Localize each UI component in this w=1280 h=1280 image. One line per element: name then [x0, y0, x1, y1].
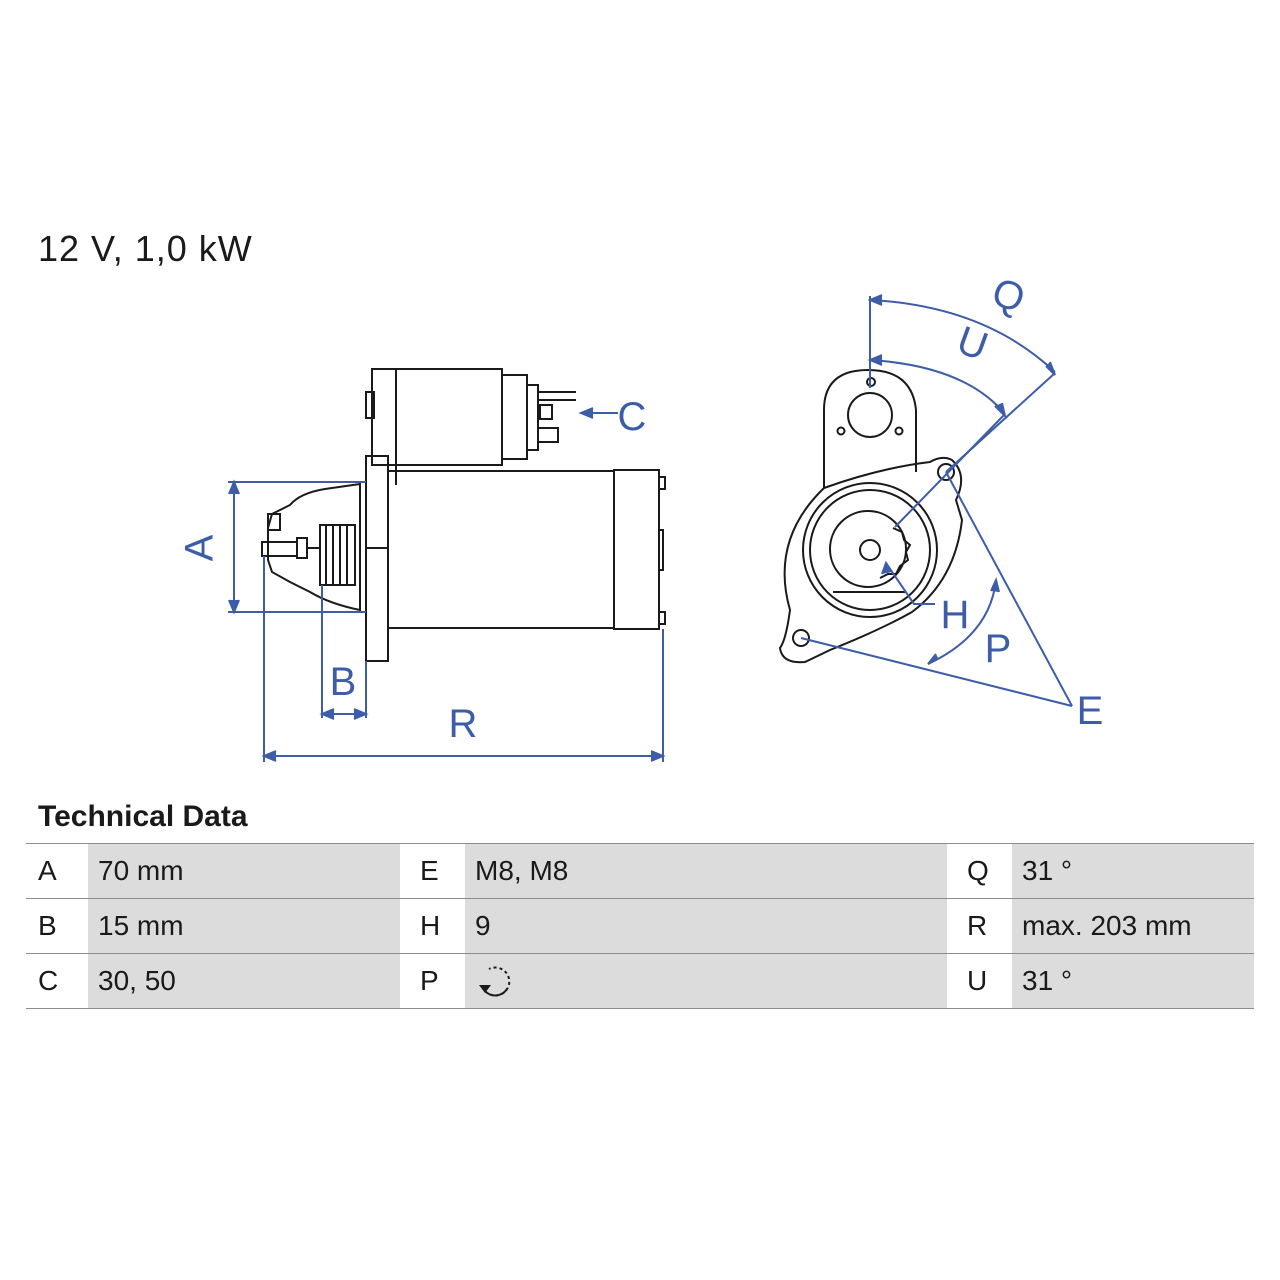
product-title: 12 V, 1,0 kW [38, 228, 253, 269]
spec-key: U [947, 953, 1012, 1009]
technical-data-table: A 70 mm E M8, M8 Q 31 ° B 15 mm H 9 R ma… [26, 843, 1254, 1009]
spec-key: A [26, 843, 88, 899]
label-r: R [449, 702, 478, 746]
label-q: Q [986, 270, 1030, 322]
starter-motor-drawing: A B R C [178, 270, 1104, 762]
spec-value: max. 203 mm [1012, 898, 1254, 954]
table-row: A 70 mm E M8, M8 Q 31 ° [26, 843, 1254, 899]
label-c: C [618, 395, 647, 439]
label-b: B [330, 660, 357, 704]
label-u: U [951, 318, 993, 369]
spec-value: 31 ° [1012, 843, 1254, 899]
counterclockwise-rotation-icon [479, 966, 511, 997]
label-p: P [985, 627, 1012, 671]
spec-key: Q [947, 843, 1012, 899]
spec-value: 15 mm [88, 898, 400, 954]
technical-data-heading: Technical Data [38, 800, 248, 833]
table-row: B 15 mm H 9 R max. 203 mm [26, 898, 1254, 954]
label-h: H [941, 593, 970, 637]
label-a: A [178, 534, 222, 561]
front-view [778, 368, 964, 664]
spec-key: C [26, 953, 88, 1009]
spec-key: P [400, 953, 465, 1009]
spec-value: 31 ° [1012, 953, 1254, 1009]
spec-key: E [400, 843, 465, 899]
spec-value-rotation [465, 953, 947, 1009]
front-view-dimensions [800, 294, 1073, 707]
label-e: E [1077, 689, 1104, 733]
spec-value: 30, 50 [88, 953, 400, 1009]
spec-value: 9 [465, 898, 947, 954]
table-row: C 30, 50 P U 31 ° [26, 953, 1254, 1009]
side-view [261, 368, 666, 662]
spec-key: H [400, 898, 465, 954]
side-view-dimensions [228, 407, 666, 762]
spec-key: B [26, 898, 88, 954]
spec-key: R [947, 898, 1012, 954]
spec-value: 70 mm [88, 843, 400, 899]
spec-value: M8, M8 [465, 843, 947, 899]
